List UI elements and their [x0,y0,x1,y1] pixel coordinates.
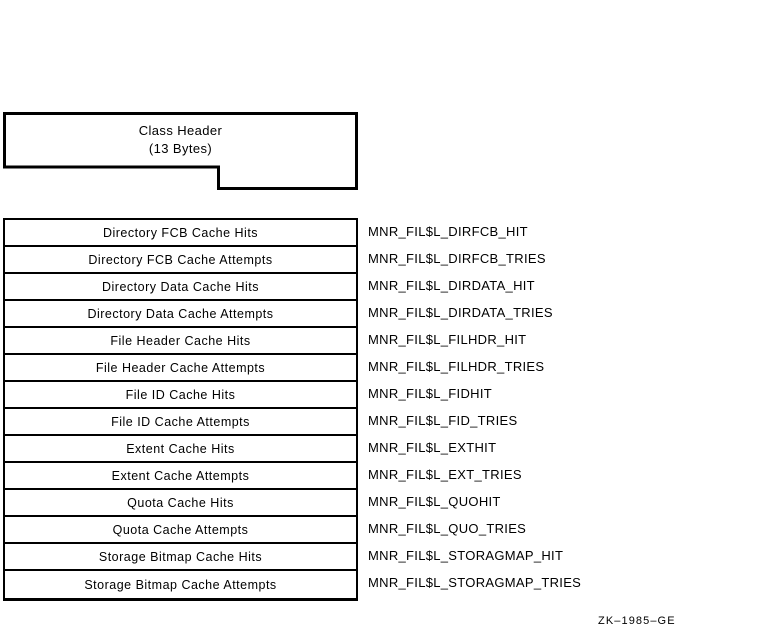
field-table: Directory FCB Cache Hits Directory FCB C… [3,218,358,601]
field-label: File ID Cache Hits [125,387,236,402]
field-label: Quota Cache Attempts [112,522,249,537]
symbol-label: MNR_FIL$L_FILHDR_HIT [368,332,527,347]
class-header-outline [3,112,358,190]
table-row: Extent Cache Hits [5,436,356,463]
field-label: Storage Bitmap Cache Hits [98,549,263,564]
class-header-title: Class Header [138,122,223,138]
symbol-label: MNR_FIL$L_QUO_TRIES [368,521,527,536]
symbol-row: MNR_FIL$L_STORAGMAP_HIT [368,542,748,569]
symbol-row: MNR_FIL$L_EXT_TRIES [368,461,748,488]
symbol-row: MNR_FIL$L_DIRDATA_HIT [368,272,748,299]
symbol-label: MNR_FIL$L_STORAGMAP_TRIES [368,575,582,590]
field-label: Quota Cache Hits [127,495,234,510]
table-row: File Header Cache Attempts [5,355,356,382]
symbol-row: MNR_FIL$L_FIDHIT [368,380,748,407]
field-label: Directory Data Cache Attempts [87,306,274,321]
symbol-row: MNR_FIL$L_FID_TRIES [368,407,748,434]
symbol-label: MNR_FIL$L_FIDHIT [368,386,492,401]
field-label: Directory Data Cache Hits [102,279,259,294]
symbol-label: MNR_FIL$L_DIRFCB_HIT [368,224,528,239]
symbol-label: MNR_FIL$L_DIRDATA_HIT [368,278,535,293]
symbol-row: MNR_FIL$L_FILHDR_TRIES [368,353,748,380]
symbol-label: MNR_FIL$L_DIRDATA_TRIES [368,305,553,320]
table-row: File ID Cache Attempts [5,409,356,436]
symbol-label: MNR_FIL$L_DIRFCB_TRIES [368,251,546,266]
field-label: File Header Cache Attempts [95,360,266,375]
symbol-row: MNR_FIL$L_DIRFCB_HIT [368,218,748,245]
symbol-row: MNR_FIL$L_QUOHIT [368,488,748,515]
field-label: Extent Cache Hits [126,441,235,456]
field-label: File ID Cache Attempts [111,414,250,429]
symbol-row: MNR_FIL$L_STORAGMAP_TRIES [368,569,748,596]
table-row: File Header Cache Hits [5,328,356,355]
class-header-size-note: (13 Bytes) [148,140,213,156]
symbol-label: MNR_FIL$L_QUOHIT [368,494,501,509]
figure-id-label: ZK–1985–GE [598,615,676,627]
symbol-name-column: MNR_FIL$L_DIRFCB_HIT MNR_FIL$L_DIRFCB_TR… [368,218,748,596]
table-row: Quota Cache Attempts [5,517,356,544]
symbol-row: MNR_FIL$L_QUO_TRIES [368,515,748,542]
table-row: Storage Bitmap Cache Hits [5,544,356,571]
symbol-row: MNR_FIL$L_DIRFCB_TRIES [368,245,748,272]
class-header-label: Class Header (13 Bytes) [3,112,358,167]
table-row: Storage Bitmap Cache Attempts [5,571,356,598]
symbol-label: MNR_FIL$L_STORAGMAP_HIT [368,548,564,563]
field-label: Extent Cache Attempts [111,468,250,483]
table-row: Directory Data Cache Attempts [5,301,356,328]
table-row: Quota Cache Hits [5,490,356,517]
table-row: Extent Cache Attempts [5,463,356,490]
field-label: Directory FCB Cache Hits [102,225,259,240]
table-row: File ID Cache Hits [5,382,356,409]
class-header-block: Class Header (13 Bytes) [3,112,358,190]
symbol-label: MNR_FIL$L_FID_TRIES [368,413,518,428]
field-label: Directory FCB Cache Attempts [88,252,273,267]
field-label: Storage Bitmap Cache Attempts [84,577,277,592]
table-row: Directory FCB Cache Hits [5,220,356,247]
symbol-row: MNR_FIL$L_DIRDATA_TRIES [368,299,748,326]
table-row: Directory FCB Cache Attempts [5,247,356,274]
symbol-label: MNR_FIL$L_FILHDR_TRIES [368,359,545,374]
symbol-row: MNR_FIL$L_FILHDR_HIT [368,326,748,353]
table-row: Directory Data Cache Hits [5,274,356,301]
symbol-label: MNR_FIL$L_EXTHIT [368,440,497,455]
symbol-label: MNR_FIL$L_EXT_TRIES [368,467,522,482]
field-label: File Header Cache Hits [110,333,251,348]
symbol-row: MNR_FIL$L_EXTHIT [368,434,748,461]
